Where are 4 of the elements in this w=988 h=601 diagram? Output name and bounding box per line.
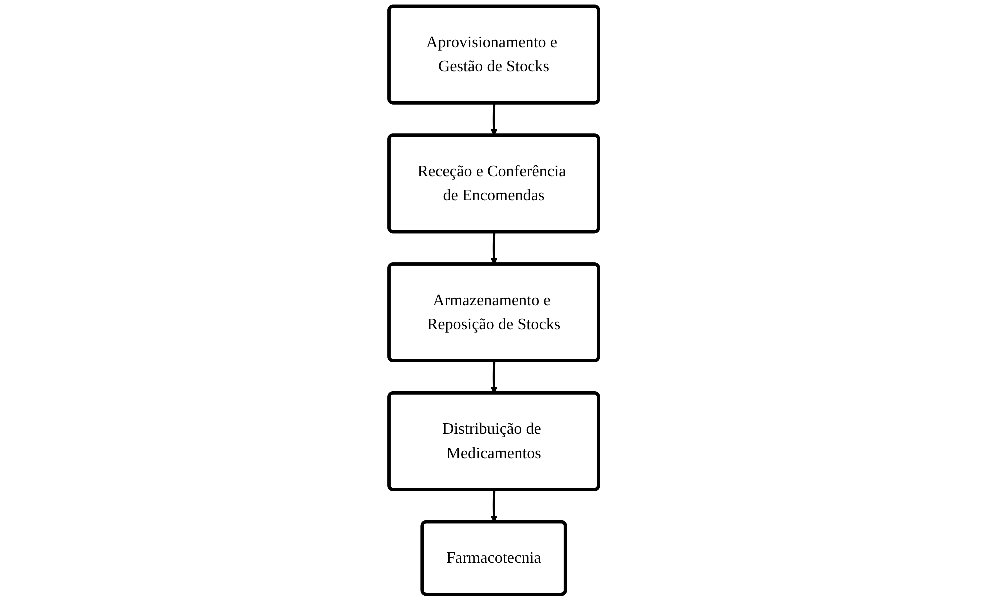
arrow [490,490,498,523]
arrow [490,361,498,394]
arrow [490,232,498,265]
arrow [490,104,498,136]
